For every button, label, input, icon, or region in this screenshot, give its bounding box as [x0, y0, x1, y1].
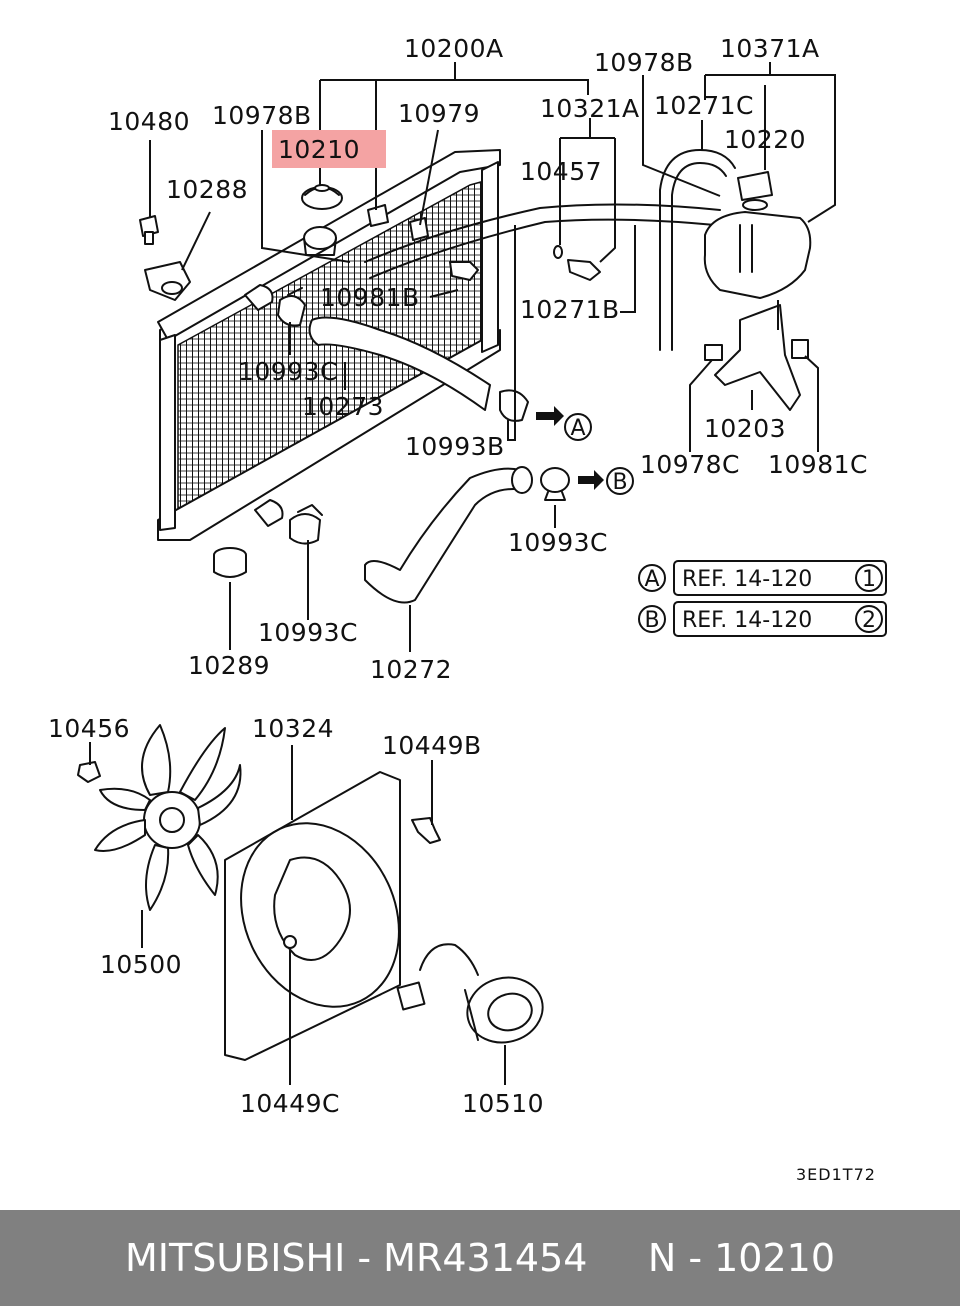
fan-blade-10500[interactable]: [94, 724, 242, 911]
hose-clamp-upper-left[interactable]: [277, 287, 306, 327]
footer-bar: MITSUBISHI - MR431454 N - 10210: [0, 1210, 960, 1306]
radiator-assembly: [157, 149, 501, 541]
rubber-mount-10289[interactable]: [213, 547, 247, 578]
reference-a-num: 1: [862, 567, 876, 592]
label-10480[interactable]: 10480: [108, 107, 190, 136]
footer-part-number: MITSUBISHI - MR431454 N - 10210: [124, 1236, 835, 1280]
upper-hose-10273[interactable]: [308, 316, 491, 411]
reference-b[interactable]: B REF. 14-120 2: [638, 601, 887, 637]
diagram-code: 3ED1T72: [796, 1165, 876, 1184]
fan-motor-10510[interactable]: [396, 943, 550, 1050]
part-labels: 10200A 10978B 10371A 10480 10978B 10979 …: [48, 34, 868, 1118]
label-10272[interactable]: 10272: [370, 655, 452, 684]
label-10978C[interactable]: 10978C: [640, 450, 740, 479]
hose-clamp-bottom[interactable]: [289, 504, 323, 545]
label-10978B-top[interactable]: 10978B: [594, 48, 694, 77]
label-10200A[interactable]: 10200A: [404, 34, 504, 63]
label-10203[interactable]: 10203: [704, 414, 786, 443]
hose-clamp-lower-right[interactable]: [540, 467, 570, 501]
highlight-box: [272, 130, 386, 168]
label-10981C[interactable]: 10981C: [768, 450, 868, 479]
bolt-10981b[interactable]: [449, 261, 479, 281]
nut-10456[interactable]: [77, 761, 101, 783]
label-10993B[interactable]: 10993B: [405, 432, 505, 461]
label-10324[interactable]: 10324: [252, 714, 334, 743]
fan-shroud-10324[interactable]: [212, 771, 428, 1061]
clamp-10321a[interactable]: [567, 259, 601, 281]
tank-bracket-10203[interactable]: [714, 304, 801, 411]
label-10371A[interactable]: 10371A: [720, 34, 820, 63]
radiator-cap[interactable]: [301, 184, 343, 210]
bolt-10981c[interactable]: [791, 339, 809, 359]
clip-10457[interactable]: [553, 245, 563, 259]
label-10321A[interactable]: 10321A: [540, 94, 640, 123]
radiator-parts-diagram: 10200A 10978B 10371A 10480 10978B 10979 …: [48, 34, 887, 1184]
label-10500[interactable]: 10500: [100, 950, 182, 979]
callout-b[interactable]: B: [606, 467, 634, 495]
clip-10978c[interactable]: [704, 344, 723, 361]
reference-b-marker: B: [644, 608, 659, 633]
label-10979[interactable]: 10979: [398, 99, 480, 128]
label-10289[interactable]: 10289: [188, 651, 270, 680]
reference-a[interactable]: A REF. 14-120 1: [638, 560, 887, 596]
label-10210[interactable]: 10210: [278, 135, 360, 164]
label-10456[interactable]: 10456: [48, 714, 130, 743]
label-10981B[interactable]: 10981B: [320, 283, 420, 312]
label-10271C[interactable]: 10271C: [654, 91, 754, 120]
reference-b-text: REF. 14-120: [682, 608, 812, 633]
svg-text:A: A: [570, 416, 585, 441]
label-10449B[interactable]: 10449B: [382, 731, 482, 760]
bolt-10449b[interactable]: [411, 817, 441, 844]
bolt-10449c[interactable]: [283, 935, 297, 949]
reservoir-tank-10371a[interactable]: [703, 211, 812, 299]
label-10220[interactable]: 10220: [724, 125, 806, 154]
label-10978B-left[interactable]: 10978B: [212, 101, 312, 130]
mount-bracket-10288[interactable]: [144, 261, 191, 301]
svg-text:B: B: [612, 470, 627, 495]
label-10273[interactable]: 10273: [302, 392, 384, 421]
reference-b-num: 2: [862, 608, 876, 633]
label-10993C-bottom[interactable]: 10993C: [258, 618, 358, 647]
callout-a[interactable]: A: [564, 413, 592, 441]
label-10993C-right[interactable]: 10993C: [508, 528, 608, 557]
reservoir-cap-10220[interactable]: [737, 171, 773, 211]
label-10993C-upper[interactable]: 10993C: [238, 357, 338, 386]
label-10510[interactable]: 10510: [462, 1089, 544, 1118]
lower-hose-10272[interactable]: [364, 466, 533, 604]
leader-lines: [89, 62, 836, 1085]
hose-10271c[interactable]: [659, 149, 736, 351]
label-10457[interactable]: 10457: [520, 157, 602, 186]
mount-bolt-10480[interactable]: [139, 215, 159, 245]
reference-a-text: REF. 14-120: [682, 567, 812, 592]
label-10449C[interactable]: 10449C: [240, 1089, 340, 1118]
label-10288[interactable]: 10288: [166, 175, 248, 204]
label-10271B[interactable]: 10271B: [520, 295, 620, 324]
reference-a-marker: A: [644, 567, 659, 592]
